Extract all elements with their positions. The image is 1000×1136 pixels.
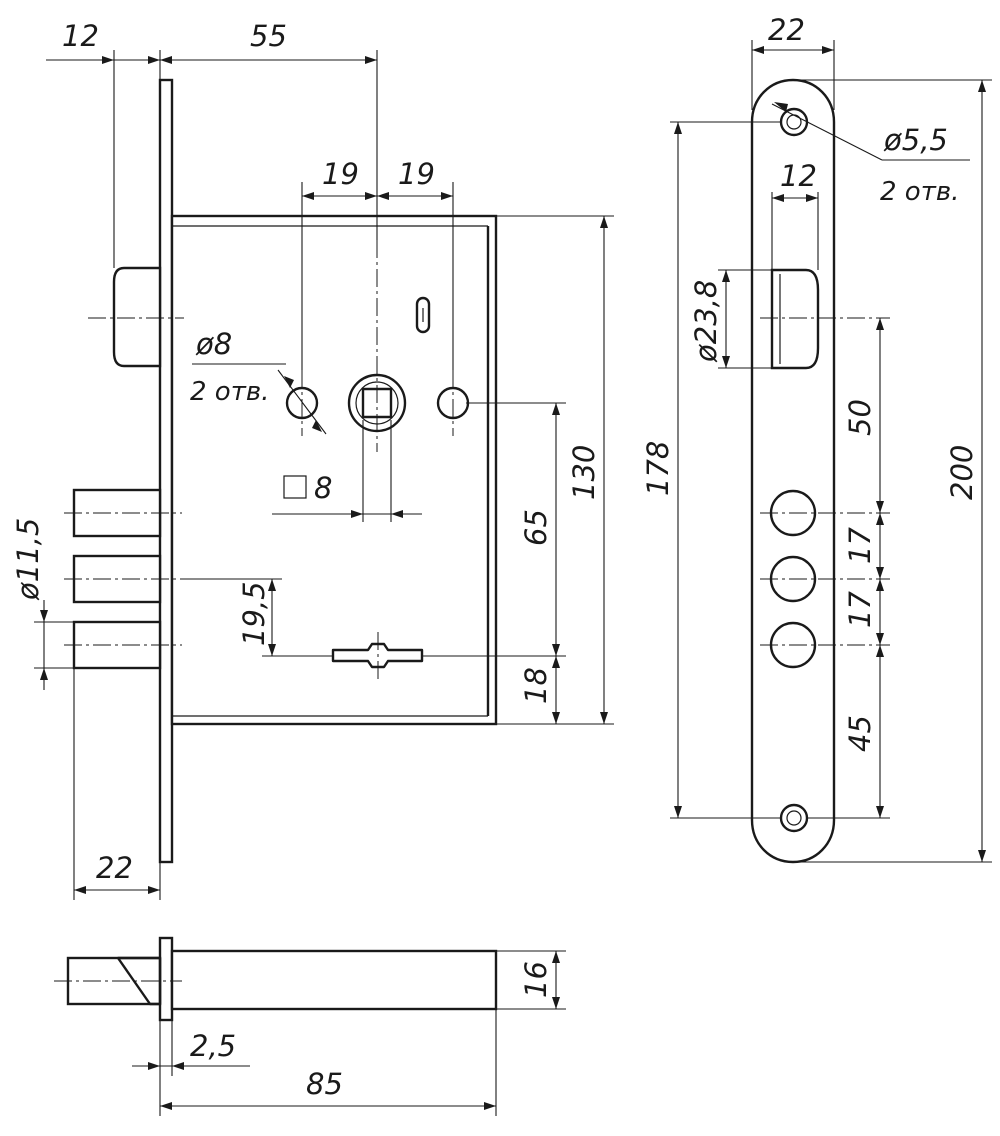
bottom-view bbox=[54, 936, 498, 1022]
note-2-holes-right: 2 отв. bbox=[880, 177, 959, 207]
dim-label-85: 85 bbox=[306, 1067, 343, 1101]
side-view bbox=[750, 78, 890, 864]
dim-label-sq8: 8 bbox=[314, 471, 332, 505]
dim-label-19-left: 19 bbox=[322, 157, 359, 191]
dim-label-200: 200 bbox=[945, 445, 979, 500]
lock-body bbox=[170, 214, 498, 726]
dim-label-2-5: 2,5 bbox=[190, 1029, 236, 1063]
dim-label-178: 178 bbox=[641, 441, 675, 496]
latch-side bbox=[770, 268, 820, 370]
faceplate-side bbox=[750, 78, 836, 864]
screw-hole-bottom bbox=[779, 803, 809, 833]
dim-label-50: 50 bbox=[843, 399, 877, 436]
dim-label-22-bottom: 22 bbox=[96, 851, 133, 885]
dim-label-d23-8: ø23,8 bbox=[689, 280, 723, 363]
front-dimensions: 12 55 19 19 ø8 2 отв. 8 bbox=[11, 19, 614, 900]
latch-bevel bbox=[116, 956, 162, 1006]
dim-label-16: 16 bbox=[519, 961, 553, 998]
note-2-holes-left: 2 отв. bbox=[190, 377, 269, 407]
body-bottom bbox=[170, 949, 498, 1011]
oval-slot bbox=[415, 296, 431, 334]
dim-label-17-b: 17 bbox=[843, 591, 877, 628]
dim-label-130: 130 bbox=[567, 445, 601, 500]
dim-label-12-plate: 12 bbox=[780, 159, 817, 193]
dim-label-19-right: 19 bbox=[398, 157, 435, 191]
latch-bolt bbox=[112, 266, 162, 368]
keyhole bbox=[331, 642, 424, 669]
dim-label-55: 55 bbox=[250, 19, 287, 53]
dim-label-d11-5: ø11,5 bbox=[11, 518, 45, 601]
dim-label-d5-5: ø5,5 bbox=[883, 123, 948, 157]
faceplate-front bbox=[158, 78, 174, 864]
square-symbol bbox=[283, 475, 307, 499]
front-view bbox=[64, 78, 498, 864]
dim-label-17-a: 17 bbox=[843, 527, 877, 564]
bottom-dimensions: 16 2,5 85 bbox=[132, 950, 566, 1116]
dim-label-19-5: 19,5 bbox=[237, 581, 271, 646]
side-dimensions: 22 ø5,5 2 отв. 12 ø23,8 178 bbox=[641, 13, 992, 863]
faceplate-bottom bbox=[158, 936, 174, 1022]
dim-label-22-top: 22 bbox=[768, 13, 805, 47]
dim-label-45: 45 bbox=[843, 715, 877, 752]
dim-label-65: 65 bbox=[519, 509, 553, 546]
dim-label-d8: ø8 bbox=[195, 327, 232, 361]
dim-label-12-top: 12 bbox=[62, 19, 99, 53]
dim-label-18: 18 bbox=[519, 667, 553, 704]
